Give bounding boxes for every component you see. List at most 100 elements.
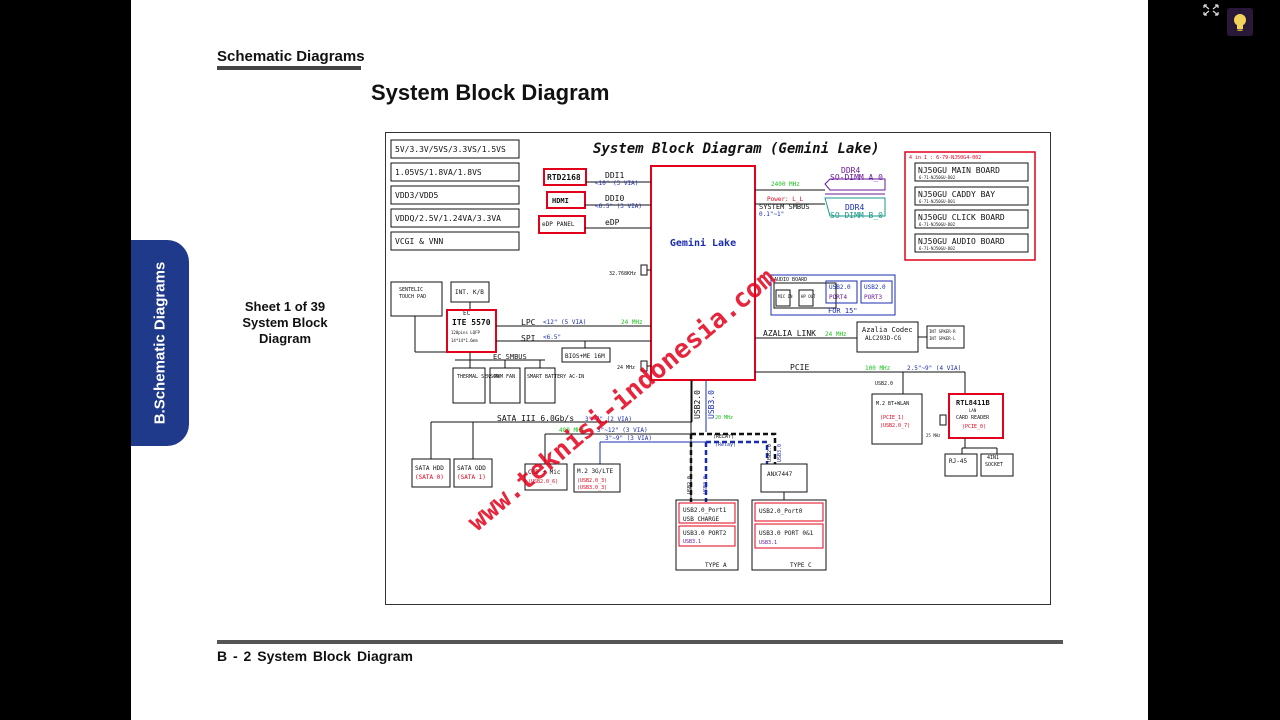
- mic-in-label: MIC IN: [778, 294, 793, 299]
- audio-group: [770, 274, 896, 316]
- sheet-number: Sheet 1 of 39: [244, 299, 326, 314]
- usb-mhz480: 480 MHz: [559, 427, 585, 434]
- diagram-shape: [689, 432, 777, 502]
- audio-usb-a: USB2.0: [829, 284, 851, 291]
- lightbulb-button[interactable]: [1227, 8, 1253, 36]
- socket-label-2: SOCKET: [985, 462, 1003, 468]
- anx-label: ANX7447: [767, 471, 793, 478]
- ccd-label: CCD + Mic: [528, 469, 561, 476]
- diagram-shape: [390, 231, 520, 251]
- diagram-shape: [824, 178, 886, 195]
- m2-bt-block: [871, 393, 923, 445]
- diagram-title: System Block Diagram (Gemini Lake): [593, 141, 880, 157]
- audio-port4: PORT4: [829, 294, 847, 301]
- crystal2-label: 24 MHz: [617, 365, 635, 371]
- type-c-usb20: USB2.0_Port0: [759, 508, 803, 515]
- sodimm-b-label: SO-DIMM B_0: [830, 211, 883, 220]
- diagram-shape: [914, 209, 1029, 229]
- power-rail-2: 1.05VS/1.8VA/1.8VS: [395, 168, 482, 177]
- board-1-pn: 6-71-NJ50GU-D02: [919, 175, 956, 180]
- sheet-name-1: System Block: [242, 315, 328, 330]
- sata-odd-label: SATA ODD: [457, 465, 486, 472]
- diagram-shape: [678, 525, 736, 547]
- type-c-usb31: USB3.1: [759, 540, 777, 546]
- ccd-port: (USB2.0_6): [528, 479, 558, 485]
- ddi1-label: DDI1: [605, 171, 624, 180]
- diagram-shape: [678, 502, 736, 524]
- power-rail-5: VCGI & VNN: [395, 237, 443, 246]
- touchpad-label-2: TOUCH PAD: [399, 294, 426, 300]
- expand-arrows-icon[interactable]: [1201, 2, 1221, 18]
- rtd-label: RTD2168: [547, 173, 581, 182]
- board-4-pn: 6-71-NJ50GU-D02: [919, 246, 956, 251]
- diagram-shape: [798, 289, 814, 307]
- rtl-block: [948, 393, 1004, 439]
- type-c-block: [751, 499, 827, 571]
- diagram-shape: [390, 281, 443, 317]
- audio-board-label: AUDIO BOARD: [774, 277, 807, 283]
- header-rule: [217, 66, 361, 70]
- usb-mhz20: 20 MHz: [715, 415, 733, 421]
- board-2-pn: 6-71-NJ50GU-D01: [919, 199, 956, 204]
- cpu-block: [650, 165, 756, 381]
- lpc-label: LPC: [521, 318, 536, 327]
- footer-rule: [217, 640, 1063, 644]
- section-header: Schematic Diagrams: [217, 48, 365, 65]
- rtd-block: [543, 168, 587, 186]
- ddi0-note: <6.5" (3 VIA): [595, 203, 642, 210]
- smbus-length: 0.1"~1": [759, 211, 784, 218]
- for15-label: FOR 15": [828, 307, 858, 315]
- sata-odd-port: (SATA 1): [457, 474, 486, 481]
- diagram-shape: [524, 463, 568, 491]
- diagram-shape: [453, 458, 493, 488]
- usb30-vertical-b: USB3.0: [777, 444, 783, 462]
- power-rail-4: VDDQ/2.5V/1.24VA/3.3VA: [395, 214, 501, 223]
- m2-bt-usb: (USB2.0_7): [880, 423, 910, 429]
- side-section-tab[interactable]: B.Schematic Diagrams: [131, 240, 189, 446]
- sata-hdd-port: (SATA 0): [415, 474, 444, 481]
- diagram-shape: [754, 523, 824, 549]
- pcie-note: 2.5"~9" (4 VIA): [907, 365, 961, 372]
- usb30-vertical: USB3.0: [707, 390, 716, 419]
- ddi1-note: <10" (3 VIA): [595, 180, 638, 187]
- sata-label: SATA III 6.0Gb/s: [497, 414, 574, 423]
- memory-speed: 2400 MHz: [771, 181, 800, 188]
- relay-b: (Relay): [715, 442, 736, 448]
- sheet-info: Sheet 1 of 39 System Block Diagram: [231, 299, 339, 347]
- sodimm-a-label: SO-DIMM A_0: [830, 173, 883, 182]
- pwm-label: PWM FAN: [494, 374, 515, 380]
- hdmi-block: [546, 191, 586, 209]
- sheet-name-2: Diagram: [258, 331, 312, 346]
- edp-panel-label: eDP PANEL: [542, 221, 575, 228]
- hdmi-label: HDMI: [552, 197, 569, 205]
- usb20-vertical-b: USB2.0: [767, 444, 773, 462]
- edp-panel-block: [538, 215, 586, 234]
- type-a-usb31: USB3.1: [683, 539, 701, 545]
- hp-out-label: HP OUT: [801, 294, 816, 299]
- rj45-label: RJ-45: [949, 458, 967, 465]
- audio-port3: PORT3: [864, 294, 882, 301]
- sata-hdd-label: SATA HDD: [415, 465, 444, 472]
- block-diagram: System Block Diagram (Gemini Lake) 5V/3.…: [385, 132, 1051, 605]
- rtl-port: (PCIE_0): [962, 424, 986, 430]
- audio-usb-b: USB2.0: [864, 284, 886, 291]
- usb20-vertical: USB2.0: [693, 390, 702, 419]
- m2-bt-label: M.2 BT+WLAN: [876, 401, 909, 407]
- diagram-shape: [914, 233, 1029, 253]
- ec-package: 128pins LQFP: [451, 330, 480, 335]
- int-kb-label: INT. K/B: [455, 289, 484, 296]
- smbus-label: SYSTEM SMBUS: [759, 203, 810, 211]
- m2-bt-pcie: (PCIE_1): [880, 415, 904, 421]
- thermal-label: THERMAL SENSOR: [457, 374, 500, 380]
- pcie-usb20: USB2.0: [875, 381, 893, 387]
- ec-label: EC: [463, 310, 471, 317]
- card-reader-label: CARD READER: [956, 415, 990, 421]
- diagram-shape: [452, 367, 486, 404]
- power-note: Power: L_L: [767, 196, 804, 203]
- codec-pn: ALC293D-CG: [865, 335, 902, 342]
- diagram-shape: [489, 367, 521, 404]
- diagram-shape: [754, 502, 824, 522]
- m2-lte-label: M.2 3G/LTE: [577, 468, 614, 475]
- ec-smbus-label: EC SMBUS: [493, 353, 527, 361]
- diagram-shape: [914, 162, 1029, 182]
